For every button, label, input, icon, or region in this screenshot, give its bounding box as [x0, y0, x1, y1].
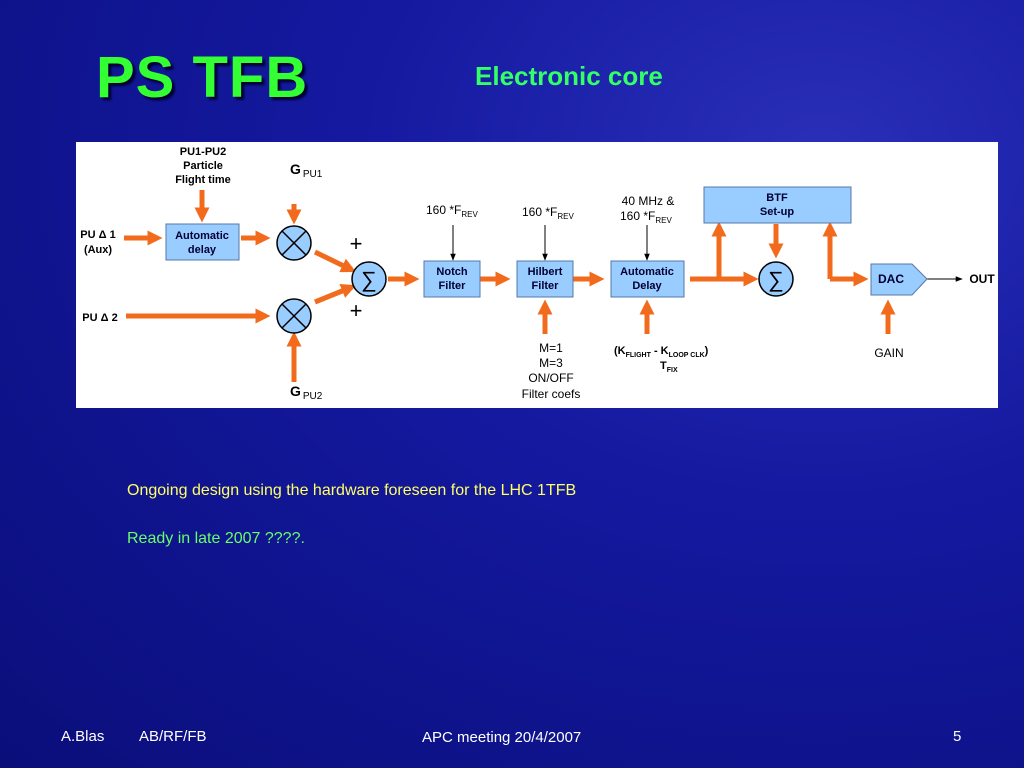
hilbert-param-2: M=3	[539, 356, 563, 370]
footer-author: A.Blas	[61, 728, 105, 745]
sigma-1: ∑	[361, 267, 377, 292]
automatic-delay-1-line2: delay	[188, 244, 217, 256]
notch-filter-line1: Notch	[436, 266, 467, 278]
automatic-delay-2-line2: Delay	[632, 280, 662, 292]
automatic-delay-2-block	[610, 260, 685, 298]
sigma-2: ∑	[768, 267, 784, 292]
notch-filter-block	[423, 260, 481, 298]
clock-arrows	[450, 225, 963, 282]
notch-clock-label: 160 *FREV	[426, 203, 478, 219]
summer-2	[758, 261, 794, 297]
footer-group: AB/RF/FB	[139, 728, 207, 745]
footer-meeting: APC meeting 20/4/2007	[422, 729, 582, 746]
hilbert-filter-line1: Hilbert	[528, 266, 563, 278]
note-ready-date: Ready in late 2007 ????.	[127, 530, 305, 547]
automatic-delay-1-line1: Automatic	[175, 230, 229, 242]
plus-top: +	[350, 231, 363, 256]
hilbert-param-3: ON/OFF	[528, 371, 573, 385]
delay-formula-line1: (KFLIGHT - KLOOP CLK)	[614, 345, 709, 359]
automatic-delay-1-block	[165, 223, 240, 261]
flight-time-line1: PU1-PU2	[180, 146, 226, 158]
flight-time-line3: Flight time	[175, 174, 231, 186]
automatic-delay-2-line1: Automatic	[620, 266, 674, 278]
gain-label: GAIN	[874, 346, 903, 360]
slide-title: PS TFB	[96, 45, 309, 110]
plus-bottom: +	[350, 298, 363, 323]
dac-label: DAC	[878, 272, 904, 286]
delay-clock-line1: 40 MHz &	[622, 194, 675, 208]
dac-block	[870, 263, 928, 296]
notch-filter-line2: Filter	[439, 280, 467, 292]
btf-line2: Set-up	[760, 206, 795, 218]
hilbert-param-4: Filter coefs	[522, 387, 581, 401]
delay-clock-line2: 160 *FREV	[620, 209, 672, 225]
hilbert-filter-line2: Filter	[532, 280, 560, 292]
pu1-label-line2: (Aux)	[84, 244, 112, 256]
note-ongoing-design: Ongoing design using the hardware forese…	[127, 482, 577, 499]
multiplier-gpu2	[276, 298, 312, 334]
flight-time-line2: Particle	[183, 160, 223, 172]
hilbert-filter-block	[516, 260, 574, 298]
hilbert-clock-label: 160 *FREV	[522, 205, 574, 221]
block-diagram: ∑ ∑ + + Automatic delay Notch Filter Hil…	[76, 142, 998, 408]
slide-subtitle: Electronic core	[475, 61, 663, 91]
pu2-label: PU Δ 2	[82, 312, 117, 324]
pu1-label-line1: PU Δ 1	[80, 229, 115, 241]
btf-line1: BTF	[766, 192, 788, 204]
delay-formula-line2: TFIX	[660, 360, 678, 374]
multiplier-gpu1	[276, 225, 312, 261]
out-label: OUT	[969, 272, 995, 286]
summer-1	[351, 261, 387, 297]
btf-setup-block	[703, 186, 852, 224]
hilbert-param-1: M=1	[539, 341, 563, 355]
footer-page-number: 5	[953, 728, 962, 745]
